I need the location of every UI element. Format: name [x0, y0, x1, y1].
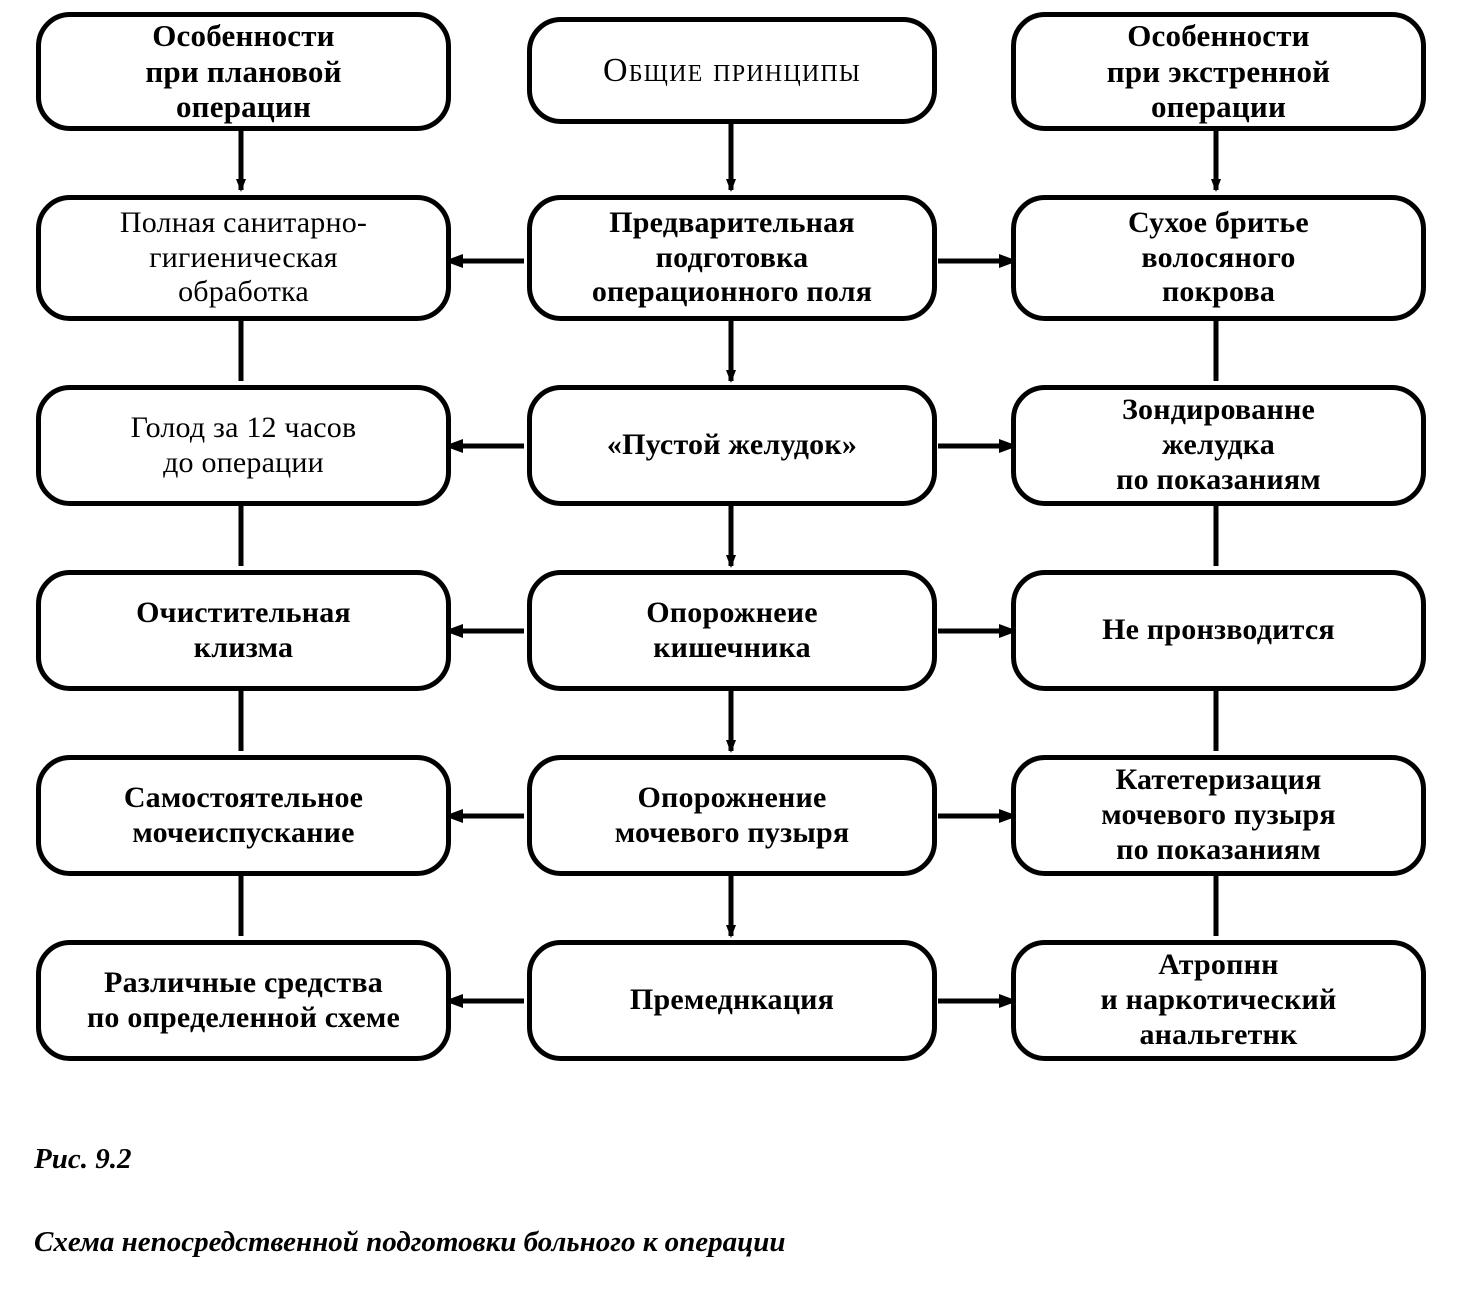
- vertical-connectors-header: [236, 124, 1221, 192]
- node-grid: Особенности при плановой операцин ОБЩИЕ …: [36, 12, 1426, 1061]
- node-label: Особенности при экстренной операции: [1106, 17, 1331, 125]
- node-emergency-bowel-emptying[interactable]: Не пронзводится: [1011, 570, 1426, 691]
- node-planned-bowel-emptying[interactable]: Очистительная клизма: [36, 570, 451, 691]
- node-label: Опорожнение мочевого пузыря: [614, 780, 850, 849]
- vertical-connectors-sides: [238, 321, 1219, 936]
- node-label: Самостоятельное мочеиспускание: [123, 780, 364, 849]
- connector-layer: [236, 124, 1221, 1008]
- node-label: ОБЩИЕ ПРИНЦИПЫ: [602, 51, 862, 89]
- node-emergency-field-prep[interactable]: Сухое бритье волосяного покрова: [1011, 195, 1426, 321]
- node-label: Сухое бритье волосяного покрова: [1128, 205, 1309, 309]
- node-label: Очистительная клизма: [136, 595, 351, 664]
- node-label: Полная санитарно- гигиеническая обработк…: [119, 205, 368, 309]
- node-general-field-prep[interactable]: Предварительная подготовка операционного…: [527, 195, 937, 321]
- node-planned-field-prep[interactable]: Полная санитарно- гигиеническая обработк…: [36, 195, 451, 321]
- node-general-premedication[interactable]: Премеднкация: [527, 940, 937, 1061]
- node-label: Предварительная подготовка операционного…: [591, 205, 873, 309]
- node-planned-empty-stomach[interactable]: Голод за 12 часов до операции: [36, 385, 451, 506]
- figure-title: Схема непосредственной подготовки больно…: [34, 1225, 786, 1258]
- node-header-emergency[interactable]: Особенности при экстренной операции: [1011, 12, 1426, 131]
- horizontal-connectors-right: [938, 254, 1018, 1008]
- node-label: «Пустой желудок»: [606, 428, 858, 462]
- node-header-general-principles[interactable]: ОБЩИЕ ПРИНЦИПЫ: [527, 17, 937, 124]
- node-label: Опорожнеие кишечника: [646, 595, 818, 664]
- node-label: Катетеризация мочевого пузыря по показан…: [1101, 763, 1336, 866]
- node-label: Зондированне желудка по показаниям: [1116, 393, 1321, 496]
- node-emergency-premedication[interactable]: Атропнн и наркотический анальгетнк: [1011, 940, 1426, 1061]
- node-header-planned[interactable]: Особенности при плановой операцин: [36, 12, 451, 131]
- node-label: Атропнн и наркотический анальгетнк: [1100, 948, 1337, 1051]
- node-emergency-bladder-emptying[interactable]: Катетеризация мочевого пузыря по показан…: [1011, 755, 1426, 876]
- node-general-empty-stomach[interactable]: «Пустой желудок»: [527, 385, 937, 506]
- figure-caption: Рис. 9.2 Схема непосредственной подготов…: [34, 1098, 786, 1304]
- node-label: Премеднкация: [629, 983, 835, 1017]
- node-label: Различные средства по определенной схеме: [86, 965, 401, 1034]
- figure-number: Рис. 9.2: [34, 1143, 132, 1176]
- node-label: Голод за 12 часов до операции: [130, 410, 357, 479]
- node-emergency-empty-stomach[interactable]: Зондированне желудка по показаниям: [1011, 385, 1426, 506]
- node-general-bladder-emptying[interactable]: Опорожнение мочевого пузыря: [527, 755, 937, 876]
- horizontal-connectors-left: [444, 254, 524, 1008]
- flowchart-diagram: Особенности при плановой операцин ОБЩИЕ …: [34, 12, 1426, 1258]
- node-label: Не пронзводится: [1102, 613, 1335, 647]
- node-label: Особенности при плановой операцин: [145, 17, 342, 125]
- node-planned-bladder-emptying[interactable]: Самостоятельное мочеиспускание: [36, 755, 451, 876]
- node-general-bowel-emptying[interactable]: Опорожнеие кишечника: [527, 570, 937, 691]
- node-planned-premedication[interactable]: Различные средства по определенной схеме: [36, 940, 451, 1061]
